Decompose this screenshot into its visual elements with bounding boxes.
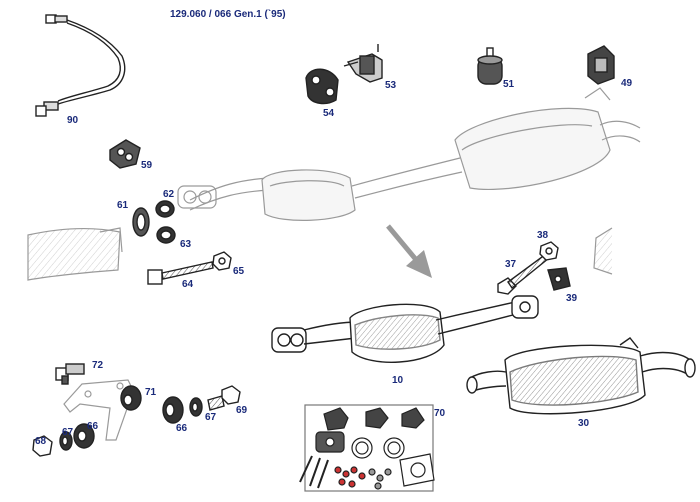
part-label-38[interactable]: 38 [537, 230, 549, 241]
bolt-icon [207, 385, 241, 411]
nut-icon [212, 251, 232, 271]
part-label-69[interactable]: 69 [236, 405, 248, 416]
rear-muffler-icon [466, 337, 696, 415]
direction-arrow [386, 224, 432, 278]
ring-icon [155, 200, 176, 244]
part-label-39[interactable]: 39 [566, 293, 578, 304]
background-exhaust-system [27, 87, 641, 281]
part-label-61[interactable]: 61 [117, 200, 129, 211]
rubber-bushing-icon [162, 396, 184, 424]
nut-icon [32, 435, 53, 457]
diagram-title: 129.060 / 066 Gen.1 (`95) [170, 9, 286, 20]
part-label-62[interactable]: 62 [163, 189, 175, 200]
flange-gasket-icon [132, 207, 150, 237]
mounting-bracket-icon [343, 44, 383, 83]
bolt-icon [497, 253, 550, 295]
front-muffler-icon [271, 295, 539, 363]
part-label-59[interactable]: 59 [141, 160, 153, 171]
bolt-icon [147, 261, 214, 285]
nut-icon [539, 241, 559, 261]
part-label-71[interactable]: 71 [145, 387, 157, 398]
rubber-hanger-icon [305, 68, 339, 105]
part-label-63[interactable]: 63 [180, 239, 192, 250]
oxygen-sensor-icon [35, 14, 126, 117]
hanger-block-icon [587, 45, 615, 85]
exhaust-gasket-icon [109, 139, 141, 169]
bracket-icon [55, 363, 85, 385]
part-label-90[interactable]: 90 [67, 115, 79, 126]
part-label-66[interactable]: 66 [176, 423, 188, 434]
triangle-gasket-icon [547, 267, 571, 291]
washer-icon [189, 397, 203, 417]
part-label-51[interactable]: 51 [503, 79, 515, 90]
mounting-kit-icon [299, 404, 435, 492]
part-label-37[interactable]: 37 [505, 259, 517, 270]
part-label-65[interactable]: 65 [233, 266, 245, 277]
part-label-70[interactable]: 70 [434, 408, 446, 419]
part-label-64[interactable]: 64 [182, 279, 194, 290]
part-label-53[interactable]: 53 [385, 80, 397, 91]
rubber-bushing-icon [120, 385, 142, 411]
rubber-mount-icon [477, 47, 503, 85]
part-label-54[interactable]: 54 [323, 108, 335, 119]
part-label-30[interactable]: 30 [578, 418, 590, 429]
part-label-66-bottom[interactable]: 66 [87, 421, 99, 432]
washer-icon [59, 431, 73, 451]
part-label-49[interactable]: 49 [621, 78, 633, 89]
part-label-67-bottom[interactable]: 67 [62, 427, 74, 438]
rubber-bushing-icon [73, 423, 95, 449]
part-label-67[interactable]: 67 [205, 412, 217, 423]
part-label-10[interactable]: 10 [392, 375, 404, 386]
part-label-72[interactable]: 72 [92, 360, 104, 371]
part-label-68[interactable]: 68 [35, 436, 47, 447]
